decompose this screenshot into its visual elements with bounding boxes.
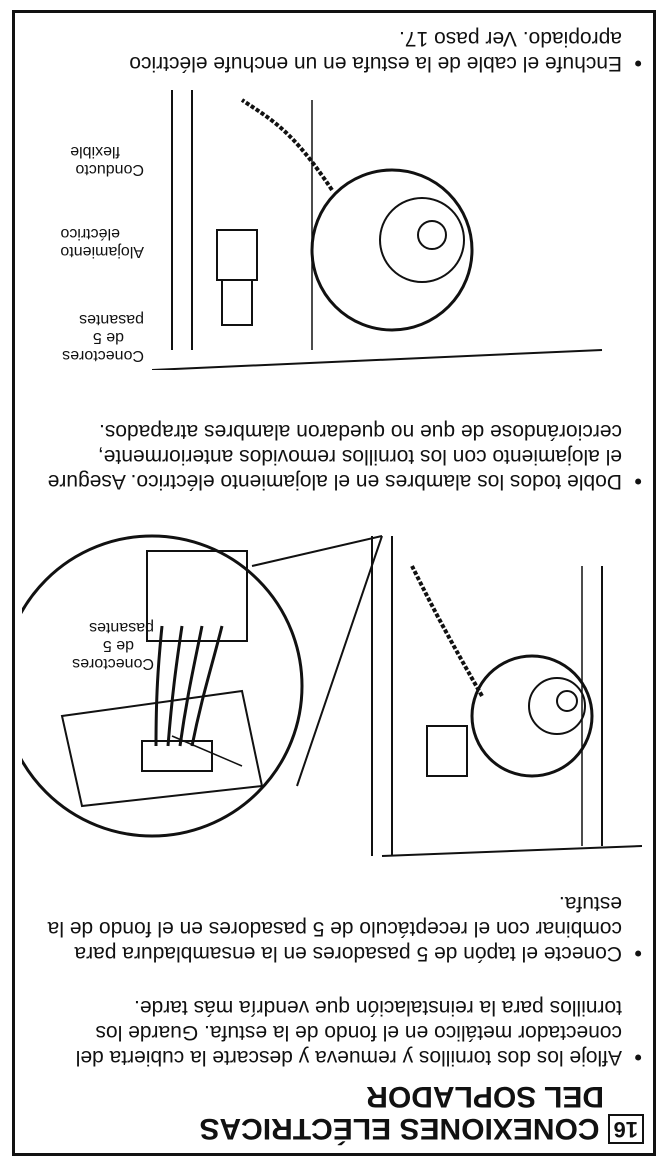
bullet-3: Doble todos los alambres en el alojamien… bbox=[34, 419, 644, 494]
bullet-4: Enchufe el cable de la estufa en un ench… bbox=[34, 26, 644, 76]
bullet-1: Afloje los dos tornillos y remueva y des… bbox=[34, 995, 644, 1070]
fig2-conduit-label: Conducto flexible bbox=[70, 143, 144, 178]
electrical-housing bbox=[216, 229, 258, 281]
figure-blower-connector-zoom bbox=[22, 534, 642, 857]
step-number: 16 bbox=[607, 1114, 644, 1144]
bullet-2: Conecte el tapón de 5 pasadores en la en… bbox=[34, 891, 644, 966]
figure-blower-assembled bbox=[152, 90, 603, 370]
receptacle bbox=[141, 740, 213, 772]
housing-inset bbox=[146, 550, 248, 642]
connector-5pin bbox=[221, 279, 253, 326]
flex-conduit bbox=[240, 98, 334, 192]
fig2-connector-label: Conectores de 5 pasantes bbox=[62, 311, 144, 364]
step-title-line2: DEL SOPLADOR bbox=[366, 1080, 604, 1113]
step-title-line1: CONEXIONES ELÉCTRICAS bbox=[199, 1112, 600, 1145]
blower-housing-2 bbox=[310, 168, 474, 332]
zoom-circle bbox=[22, 534, 304, 838]
step-heading: 16CONEXIONES ELÉCTRICAS DEL SOPLADOR bbox=[44, 1080, 644, 1145]
fig2-housing-label: Alojamiento eléctrico bbox=[60, 225, 144, 260]
blower-housing bbox=[470, 654, 594, 778]
fig1-connector-label: Conectores de 5 pasantes bbox=[72, 619, 154, 672]
